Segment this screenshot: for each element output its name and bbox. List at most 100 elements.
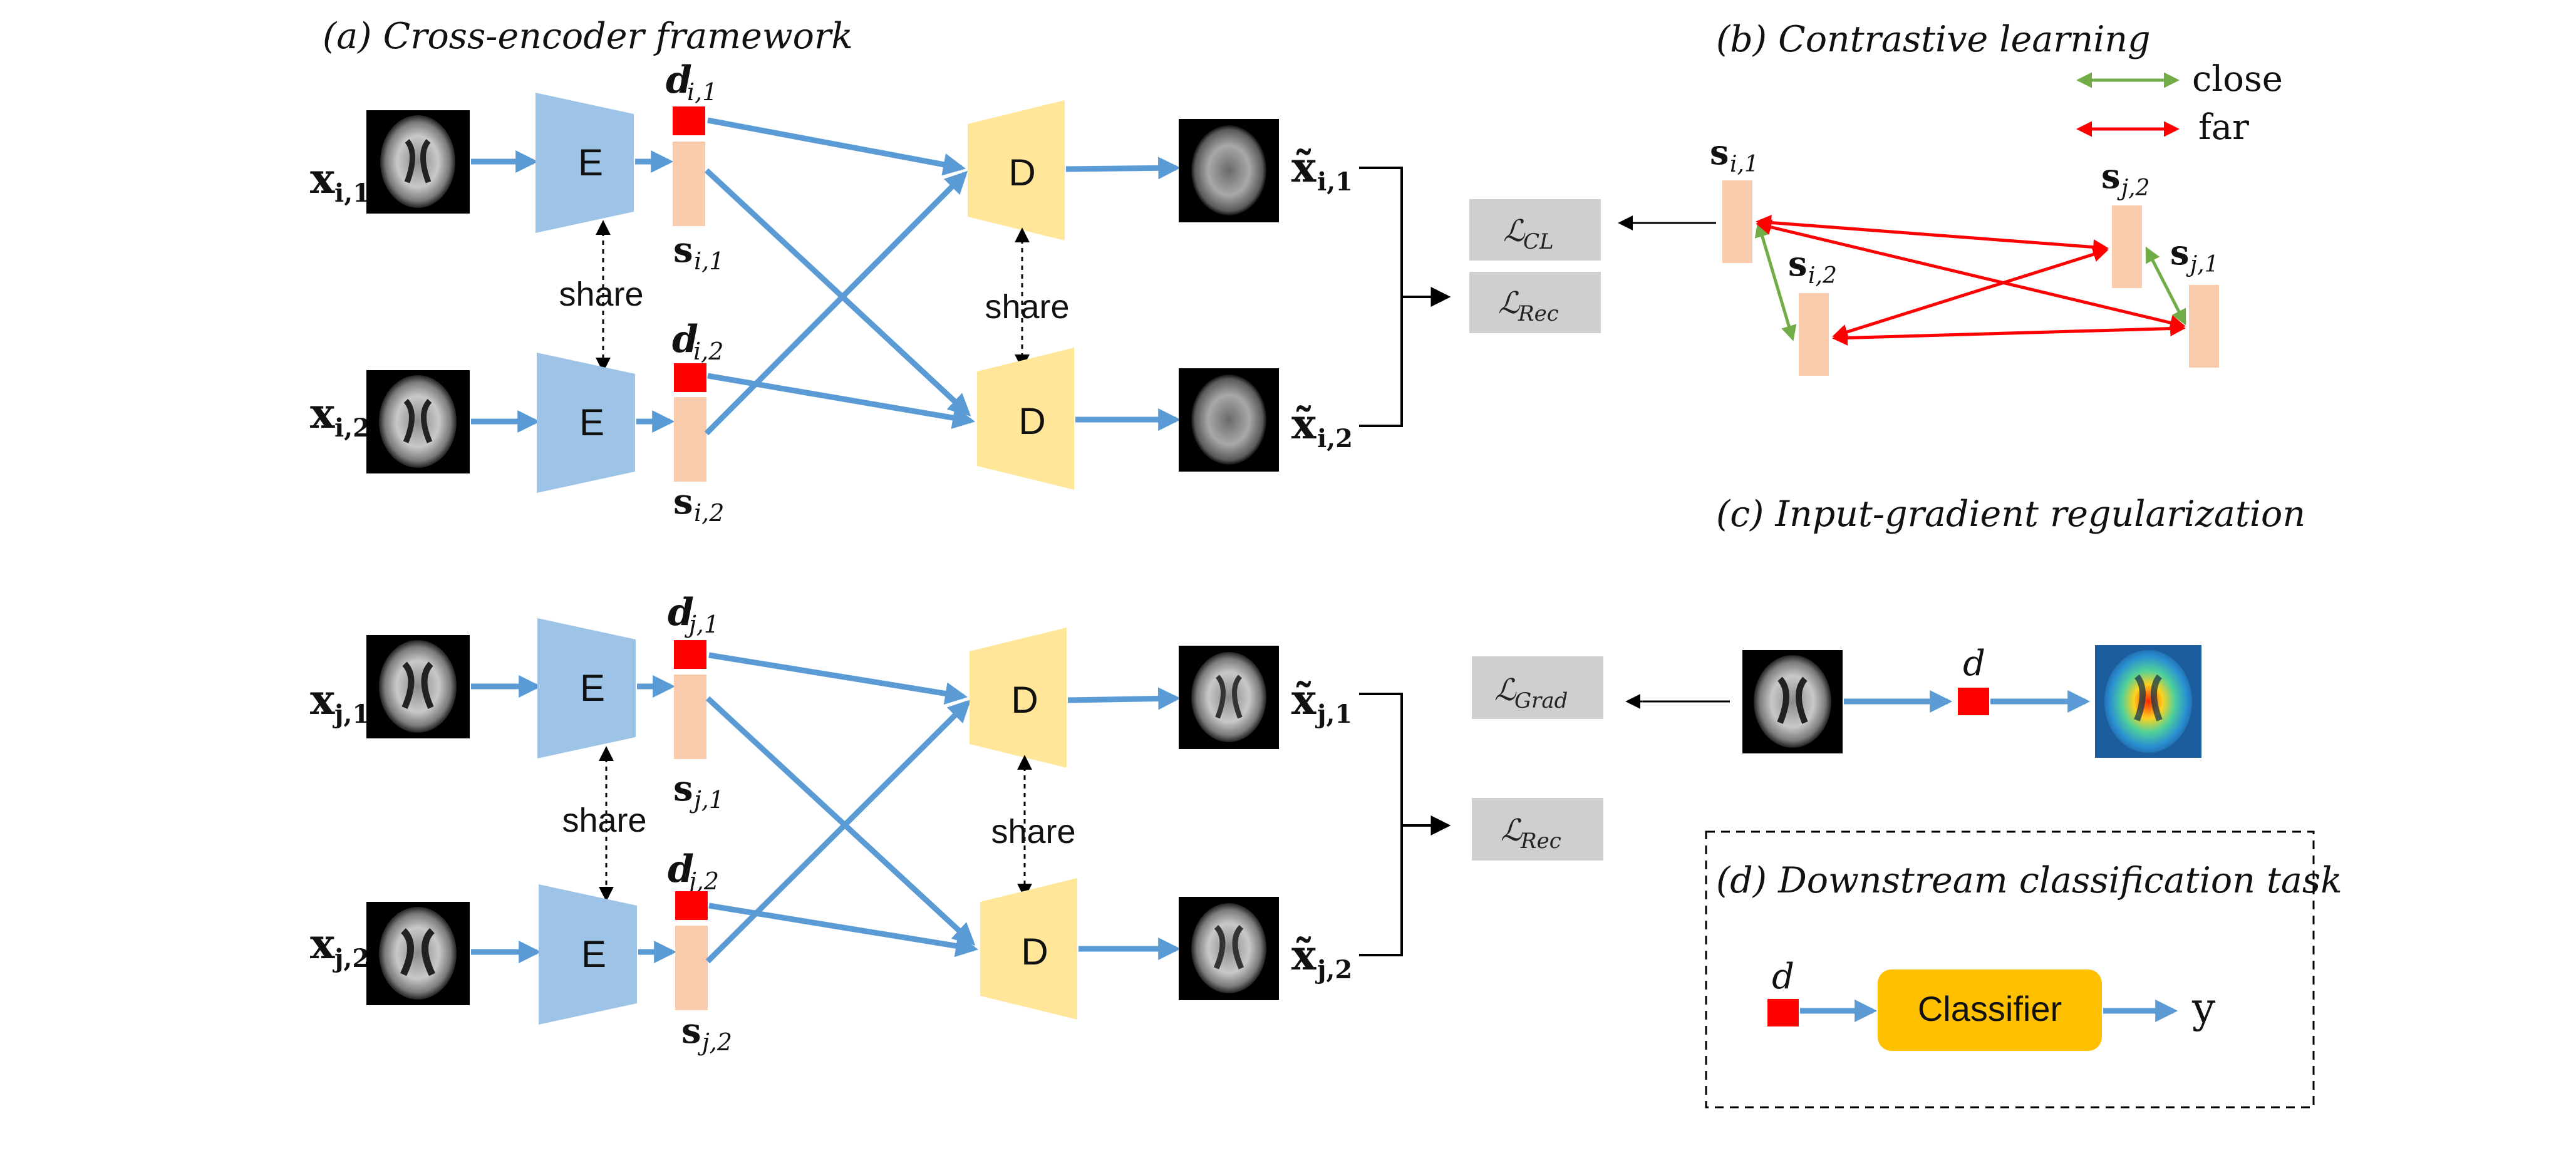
svg-text:s: s — [673, 229, 693, 271]
style-code-label-sj1: s j,1 — [673, 768, 724, 814]
disease-code-label-dj2: d j,2 — [668, 847, 719, 895]
saliency-heatmap-image — [2095, 645, 2201, 758]
svg-text:s: s — [681, 1010, 701, 1052]
svg-text:j,2: j,2 — [2117, 175, 2150, 201]
svg-text:Grad: Grad — [1514, 688, 1568, 713]
style-code-label-si2: s i,2 — [673, 481, 724, 527]
svg-text:s: s — [673, 768, 693, 809]
svg-text:i,2: i,2 — [694, 499, 724, 527]
disease-code-label-di2: d i,2 — [672, 318, 723, 365]
svg-text:x: x — [310, 919, 335, 968]
input-label-xj1: x j,1 — [310, 675, 370, 729]
svg-text:j,2: j,2 — [698, 1028, 732, 1056]
far-arrow-si1-sj2 — [1756, 215, 2109, 255]
style-code-label-sj2: s j,2 — [681, 1010, 732, 1056]
arrow-di1-to-decoder-i1 — [707, 117, 966, 176]
svg-text:j,2: j,2 — [685, 867, 719, 895]
brain-image-recon-j1 — [1179, 646, 1279, 749]
legend-close-label: close — [2192, 59, 2283, 100]
arrow-sj2-to-decoder-j1 — [705, 699, 971, 964]
share-label-decoders-i: share — [985, 288, 1069, 326]
brain-image-recon-i1 — [1179, 119, 1279, 222]
style-code-sj2 — [675, 926, 708, 1010]
disease-code-label-dj1: d j,1 — [668, 591, 719, 638]
loss-box-cl: ℒ CL — [1469, 199, 1601, 261]
disease-code-di1 — [673, 106, 705, 135]
svg-text:i,2: i,2 — [1808, 263, 1837, 289]
svg-text:ℒ: ℒ — [1501, 813, 1523, 848]
svg-text:x: x — [310, 154, 335, 203]
panel-d-title: (d) Downstream classification task — [1716, 860, 2342, 901]
contrastive-label-si2: s i,2 — [1788, 244, 1837, 289]
disease-code-dj2 — [675, 891, 708, 920]
svg-text:x: x — [310, 675, 335, 724]
brain-image-gradient-input — [1742, 650, 1843, 753]
svg-text:i,1: i,1 — [1730, 152, 1759, 177]
svg-text:ℒ: ℒ — [1503, 214, 1526, 249]
downstream-panel-frame — [1705, 830, 2315, 1109]
encoder-j1: E — [537, 618, 636, 758]
arrow-si1-to-decoder-i2 — [704, 168, 971, 416]
svg-text:ℒ: ℒ — [1498, 286, 1521, 321]
output-label-xj1: x̃ j,1 — [1291, 675, 1352, 729]
panel-b-title: (b) Contrastive learning — [1716, 19, 2151, 60]
decoder-i2: D — [977, 348, 1074, 490]
svg-text:Classifier: Classifier — [1918, 989, 2062, 1028]
encoder-i2: E — [537, 353, 635, 493]
share-label-encoders-i: share — [559, 276, 643, 313]
svg-text:j,1: j,1 — [333, 700, 370, 729]
disease-code-dj1 — [674, 640, 706, 669]
svg-text:s: s — [1710, 132, 1729, 172]
brain-image-xj1 — [366, 635, 470, 738]
svg-text:d: d — [668, 847, 694, 891]
bracket-outputs-i-to-losses — [1359, 167, 1447, 427]
share-label-decoders-j: share — [991, 813, 1075, 850]
style-code-si2 — [674, 397, 706, 482]
svg-text:D: D — [1018, 400, 1045, 442]
loss-box-rec-i: ℒ Rec — [1469, 272, 1601, 333]
loss-box-grad: ℒ Grad — [1472, 656, 1603, 719]
contrastive-label-si1: s i,1 — [1710, 132, 1759, 177]
svg-text:i,1: i,1 — [694, 247, 724, 275]
brain-image-xi2 — [366, 370, 470, 473]
svg-text:j,2: j,2 — [1315, 955, 1352, 985]
style-code-si1 — [673, 142, 705, 226]
svg-text:x̃: x̃ — [1291, 143, 1316, 192]
brain-image-xj2 — [366, 902, 470, 1005]
svg-text:E: E — [579, 401, 604, 443]
brain-image-recon-j2 — [1179, 897, 1279, 1000]
input-label-xi1: x i,1 — [310, 154, 370, 208]
svg-text:j,1: j,1 — [685, 611, 719, 638]
svg-text:j,1: j,1 — [690, 786, 724, 814]
arrow-decoder-j1-to-output — [1067, 687, 1181, 710]
contrastive-label-sj1: s j,1 — [2170, 232, 2219, 277]
svg-text:s: s — [1788, 244, 1807, 284]
svg-text:E: E — [578, 142, 603, 184]
share-label-encoders-j: share — [562, 802, 646, 839]
legend-far-label: far — [2198, 107, 2249, 148]
output-label-xi2: x̃ i,2 — [1291, 400, 1353, 453]
decoder-i1: D — [968, 100, 1065, 240]
svg-text:x: x — [310, 389, 335, 438]
input-label-xj2: x j,2 — [310, 919, 370, 973]
disease-code-di2 — [674, 363, 706, 392]
svg-text:j,2: j,2 — [333, 944, 370, 973]
svg-text:ℒ: ℒ — [1494, 673, 1517, 708]
svg-text:d: d — [666, 58, 692, 102]
close-arrow-si1-si2 — [1754, 221, 1797, 341]
gradient-disease-code — [1958, 688, 1989, 715]
svg-text:d: d — [668, 591, 694, 634]
panel-a-title: (a) Cross-encoder framework — [323, 16, 853, 57]
svg-text:i,1: i,1 — [687, 78, 717, 106]
encoder-i1: E — [535, 93, 634, 233]
style-code-label-si1: s i,1 — [673, 229, 724, 275]
arrow-dj2-to-decoder-j2 — [708, 902, 979, 958]
svg-text:s: s — [2170, 232, 2189, 272]
arrow-si2-to-decoder-i1 — [704, 170, 968, 436]
output-label-xj2: x̃ j,2 — [1291, 931, 1352, 985]
svg-text:s: s — [2101, 156, 2120, 196]
decoder-j1: D — [970, 628, 1067, 768]
decoder-j2: D — [980, 878, 1077, 1020]
disease-code-label-di1: d i,1 — [666, 58, 717, 106]
